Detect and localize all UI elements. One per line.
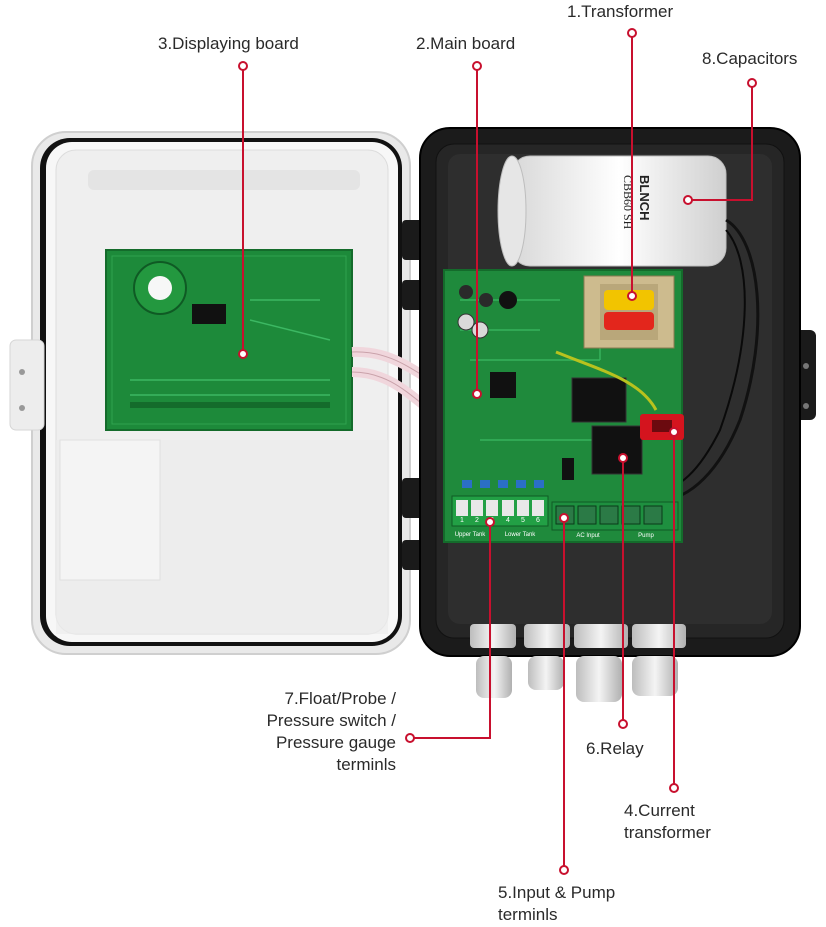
terminal-number: 4 (506, 517, 510, 524)
ac-input-label: AC Input (576, 533, 600, 539)
label-main-board: 2.Main board (416, 34, 516, 53)
terminal-number: 6 (536, 517, 540, 524)
label-capacitors: 8.Capacitors (702, 49, 798, 68)
marker-capacitors-end (683, 195, 693, 205)
leader-float-probe (410, 522, 491, 739)
label-float-probe-line3: Pressure gauge (275, 733, 396, 752)
main-board: 1 2 3 4 5 6 Upper Tank Lower Tank AC Inp… (443, 269, 684, 543)
capacitor: BLNCH CBB60 SH (497, 155, 727, 267)
capacitor-wire (659, 218, 760, 502)
label-input-pump: 5.Input & Pump terminls (498, 882, 615, 926)
label-float-probe-line2: Pressure switch / (266, 711, 396, 730)
label-float-probe: 7.Float/Probe / Pressure switch / Pressu… (230, 688, 396, 776)
current-transformer (640, 414, 684, 440)
displaying-board (105, 249, 353, 431)
marker-display-top (238, 61, 248, 71)
terminal-number: 1 (460, 517, 464, 524)
marker-capacitors-top (747, 78, 757, 88)
label-displaying-board: 3.Displaying board (158, 34, 299, 53)
label-transformer: 1.Transformer (567, 2, 674, 21)
terminal-number: 2 (475, 517, 479, 524)
float-probe-terminals: 1 2 3 4 5 6 Upper Tank Lower Tank (451, 495, 549, 538)
transformer (583, 275, 675, 349)
marker-transformer-top (627, 28, 637, 38)
marker-transformer-end (627, 291, 637, 301)
label-float-probe-line4: terminls (336, 755, 396, 774)
marker-main-board-end (472, 389, 482, 399)
marker-ct-end (669, 427, 679, 437)
marker-display-end (238, 349, 248, 359)
label-float-probe-line1: 7.Float/Probe / (284, 689, 396, 708)
leader-capacitors (688, 83, 753, 201)
label-input-pump-line2: terminls (498, 905, 558, 924)
ground-wire (555, 350, 658, 411)
selector-switch (562, 458, 574, 480)
capacitor-row (462, 480, 544, 488)
marker-main-board-top (472, 61, 482, 71)
terminal-number: 5 (521, 517, 525, 524)
pump-label: Pump (638, 533, 654, 539)
marker-relay-end (618, 453, 628, 463)
upper-tank-label: Upper Tank (455, 532, 487, 538)
marker-input-start (559, 865, 569, 875)
label-relay: 6.Relay (586, 739, 644, 758)
cable-glands (470, 624, 686, 702)
marker-float-start (405, 733, 415, 743)
lower-tank-label: Lower Tank (505, 532, 537, 538)
label-ct-line1: 4.Current (624, 801, 695, 820)
marker-ct-start (669, 783, 679, 793)
relay (591, 425, 643, 475)
marker-relay-start (618, 719, 628, 729)
capacitor-brand-text: BLNCH (637, 175, 652, 221)
input-pump-terminals: AC Input Pump (551, 501, 679, 539)
relay (571, 377, 627, 423)
label-current-transformer: 4.Current transformer (624, 800, 711, 844)
label-ct-line2: transformer (624, 823, 711, 842)
label-input-pump-line1: 5.Input & Pump (498, 883, 616, 902)
leader-markers (238, 28, 757, 875)
leader-lines (242, 33, 753, 870)
marker-input-end (559, 513, 569, 523)
marker-float-end (485, 517, 495, 527)
